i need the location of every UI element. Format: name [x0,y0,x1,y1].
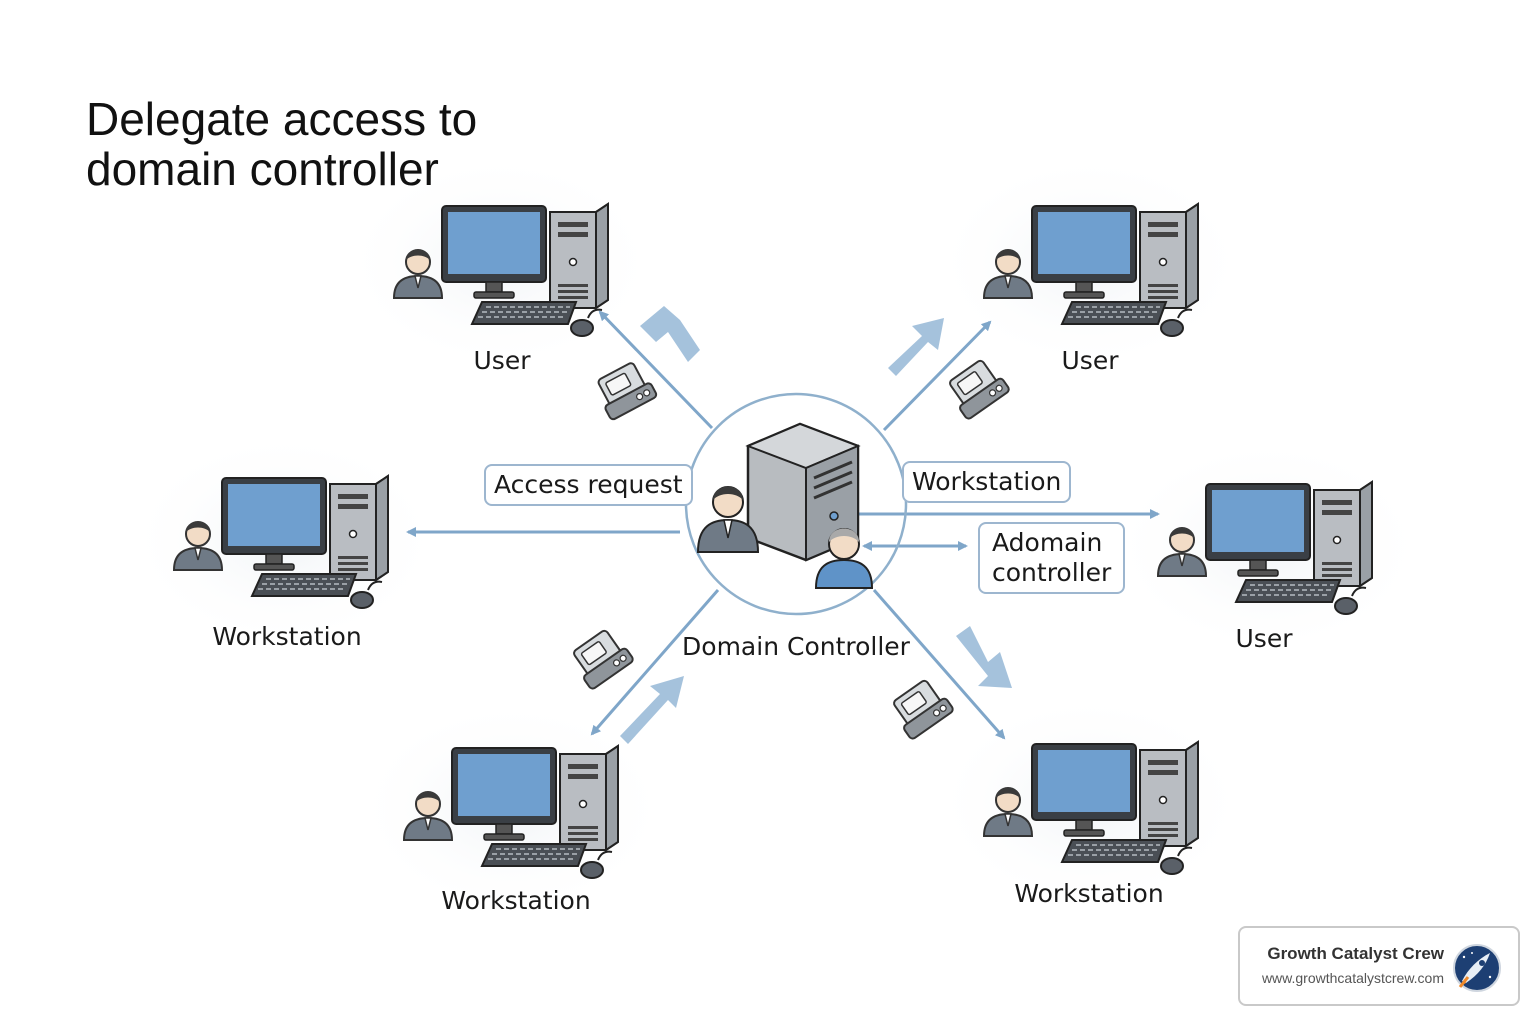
card-reader-device-icon [886,674,956,742]
block-arrow-top-left [640,306,700,362]
node-label-user-top-right: User [1061,346,1119,375]
brand-name: Growth Catalyst Crew [1267,944,1444,963]
arrow-to-user-top-right [882,320,992,432]
block-arrow-bottom-left [620,676,684,744]
block-arrow-bottom-right [956,626,1012,688]
title-line-1: Delegate access to [86,93,478,145]
callout-adomain-line-1: Adomain [992,528,1103,557]
callout-adomain-controller: Adomain controller [978,522,1126,594]
block-arrow-top-right [888,318,944,376]
diagram-title: Delegate access to domain controller [86,94,477,194]
title-line-2: domain controller [86,143,439,195]
callout-access-request: Access request [484,464,693,506]
connectors [406,310,1160,740]
callout-adomain-line-2: controller [992,558,1112,587]
arrow-to-workstation-bottom-left [590,589,720,736]
block-arrows [620,306,1012,744]
domain-controller-label: Domain Controller [682,632,910,661]
callout-workstation: Workstation [902,461,1072,503]
node-label-workstation-left: Workstation [212,622,362,651]
rocket-logo-icon [1453,944,1501,992]
admin-person-icon [696,486,760,553]
brand-url: www.growthcatalystcrew.com [1261,970,1444,986]
card-reader-device-icon [566,624,636,692]
brand-badge[interactable]: Growth Catalyst Crew www.growthcatalystc… [1238,926,1520,1006]
node-label-user-top-left: User [473,346,531,375]
user-person-icon [814,528,874,589]
node-label-user-right: User [1235,624,1293,653]
node-label-workstation-bottom-left: Workstation [441,886,591,915]
arrow-to-user-top-left [598,310,714,430]
card-reader-device-icon [942,354,1012,422]
card-reader-device-icon [590,358,659,422]
node-label-workstation-bottom-right: Workstation [1014,879,1164,908]
arrow-to-workstation-bottom-right [872,589,1006,740]
